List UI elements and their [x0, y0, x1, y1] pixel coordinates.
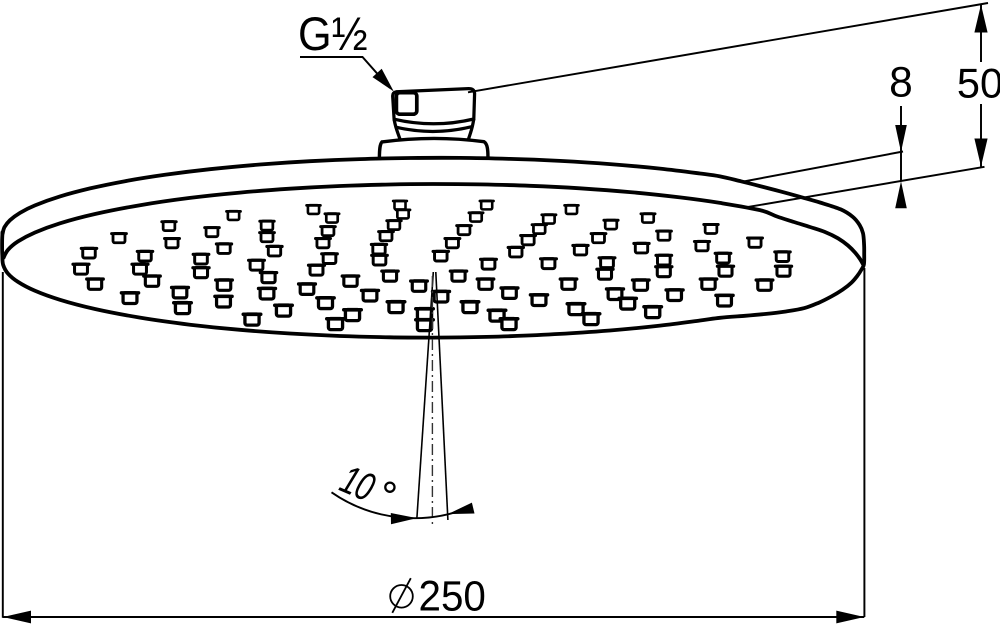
svg-text:10: 10 [334, 457, 381, 511]
svg-text:8: 8 [889, 59, 913, 106]
svg-text:250: 250 [419, 572, 486, 620]
svg-text:50: 50 [957, 59, 1000, 106]
svg-text:G½: G½ [298, 7, 368, 60]
